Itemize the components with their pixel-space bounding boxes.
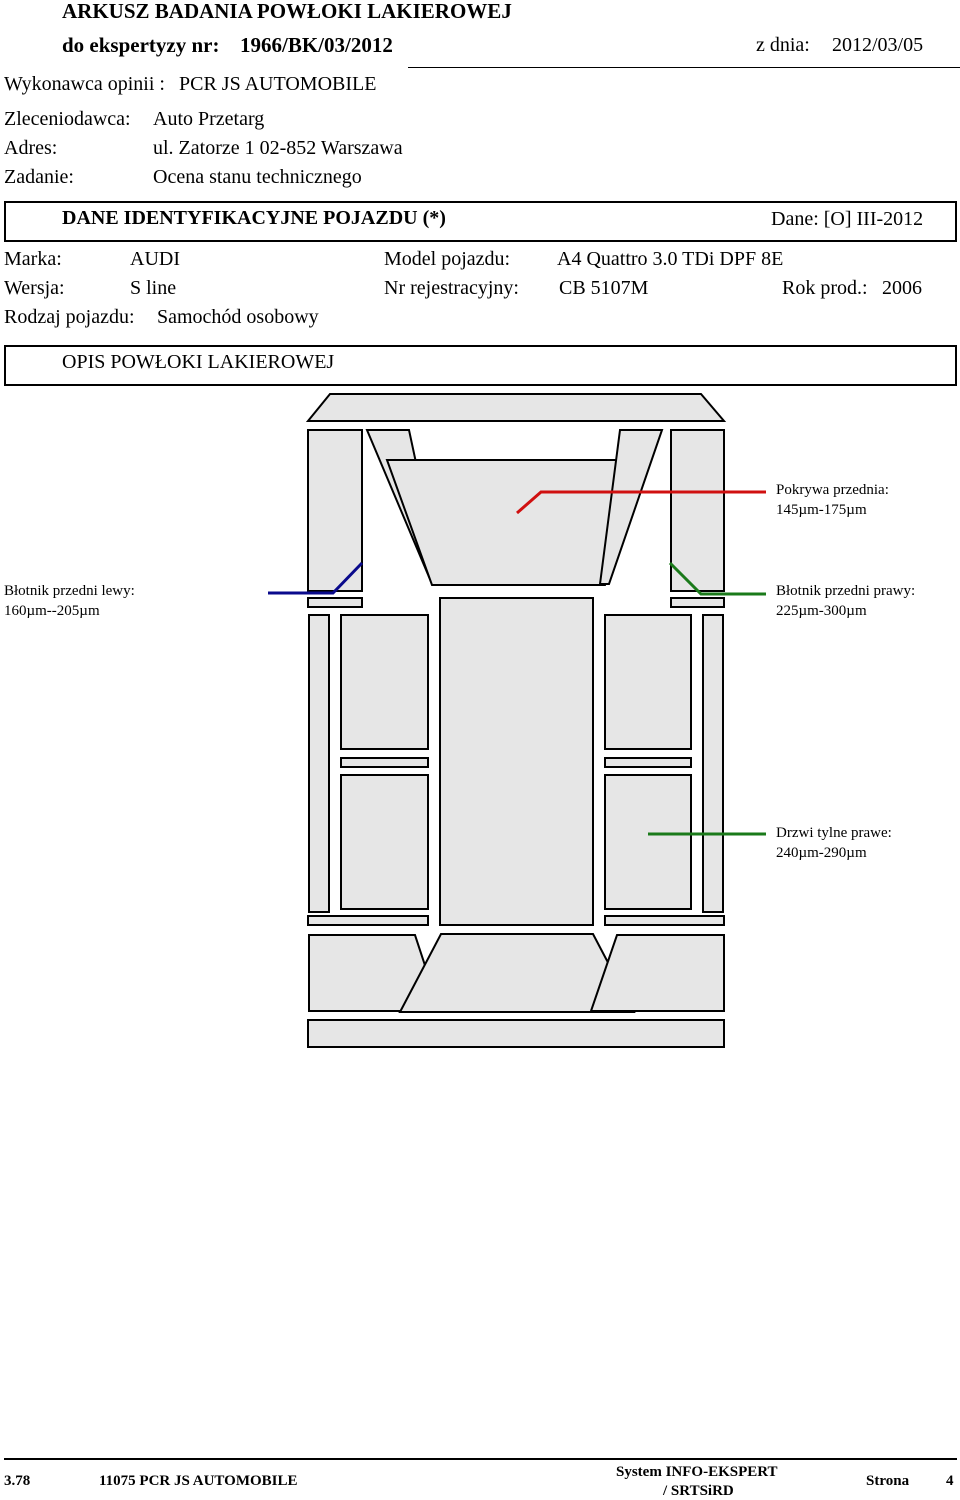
- address-value: ul. Zatorze 1 02-852 Warszawa: [153, 137, 403, 159]
- right-mirror: [670, 597, 725, 608]
- left-b-pillar: [340, 757, 429, 768]
- client-value: Auto Przetarg: [153, 108, 265, 130]
- rear-door-measurement-label: Drzwi tylne prawe:: [776, 825, 892, 841]
- version-value: S line: [130, 277, 177, 299]
- right-front-door: [604, 614, 692, 750]
- address-label: Adres:: [4, 137, 58, 159]
- vehicle-data-source: Dane: [O] III-2012: [771, 208, 924, 230]
- model-label: Model pojazdu:: [384, 248, 511, 270]
- task-value: Ocena stanu technicznego: [153, 166, 362, 188]
- paint-section-box: [4, 345, 957, 386]
- date-label: z dnia:: [756, 34, 810, 56]
- task-label: Zadanie:: [4, 166, 74, 188]
- rear-door-measurement-value: 240µm-290µm: [776, 845, 867, 861]
- document-title: ARKUSZ BADANIA POWŁOKI LAKIEROWEJ: [62, 0, 512, 23]
- registration-label: Nr rejestracyjny:: [384, 277, 519, 299]
- footer-rule: [4, 1458, 957, 1460]
- make-value: AUDI: [130, 248, 180, 270]
- rear-bumper: [307, 1019, 725, 1048]
- vehicle-section-title: DANE IDENTYFIKACYJNE POJAZDU (*): [62, 207, 446, 229]
- right-front-fender-area: [670, 429, 725, 592]
- right-fender-measurement-label: Błotnik przedni prawy:: [776, 583, 916, 599]
- date-value: 2012/03/05: [832, 34, 924, 56]
- year-label: Rok prod.:: [782, 277, 868, 299]
- leader-line-hood: [516, 490, 766, 515]
- left-c-pillar: [307, 915, 429, 926]
- contractor-value: PCR JS AUTOMOBILE: [179, 73, 377, 95]
- leader-line-left-fender: [268, 561, 364, 595]
- roof: [439, 597, 594, 926]
- footer-page-number: 4: [946, 1473, 954, 1489]
- left-sill-front: [308, 614, 330, 913]
- right-rear-door: [604, 774, 692, 910]
- footer-company: 11075 PCR JS AUTOMOBILE: [99, 1473, 298, 1489]
- left-fender-measurement-label: Błotnik przedni lewy:: [4, 583, 135, 599]
- year-value: 2006: [882, 277, 922, 299]
- right-b-pillar: [604, 757, 692, 768]
- left-mirror: [307, 597, 363, 608]
- hood-measurement-label: Pokrywa przednia:: [776, 482, 889, 498]
- footer-version: 3.78: [4, 1473, 31, 1489]
- front-bumper: [305, 393, 727, 422]
- registration-value: CB 5107M: [559, 277, 649, 299]
- right-sill-front: [702, 614, 724, 913]
- paint-section-title: OPIS POWŁOKI LAKIEROWEJ: [62, 351, 335, 373]
- left-fender-measurement-value: 160µm--205µm: [4, 603, 100, 619]
- footer-page-label: Strona: [866, 1473, 910, 1489]
- left-rear-door: [340, 774, 429, 910]
- vehicle-type-label: Rodzaj pojazdu:: [4, 306, 135, 328]
- contractor-label: Wykonawca opinii :: [4, 73, 165, 95]
- vehicle-type-value: Samochód osobowy: [157, 306, 319, 328]
- client-label: Zleceniodawca:: [4, 108, 131, 130]
- left-front-fender-area: [307, 429, 363, 592]
- right-fender-measurement-value: 225µm-300µm: [776, 603, 867, 619]
- footer-system-line2: / SRTSiRD: [663, 1483, 734, 1499]
- hood-measurement-value: 145µm-175µm: [776, 502, 867, 518]
- expertise-number: 1966/BK/03/2012: [240, 33, 393, 57]
- leader-line-right-fender: [668, 561, 766, 596]
- header-rule: [408, 67, 960, 68]
- right-a-pillar: [598, 429, 664, 585]
- right-c-pillar: [604, 915, 725, 926]
- expertise-label: do ekspertyzy nr:: [62, 33, 220, 57]
- version-label: Wersja:: [4, 277, 65, 299]
- make-label: Marka:: [4, 248, 62, 270]
- vehicle-section-box: [4, 201, 957, 242]
- left-front-door: [340, 614, 429, 750]
- footer-system-line1: System INFO-EKSPERT: [616, 1464, 778, 1480]
- model-value: A4 Quattro 3.0 TDi DPF 8E: [557, 248, 784, 270]
- right-rear-quarter: [589, 934, 725, 1012]
